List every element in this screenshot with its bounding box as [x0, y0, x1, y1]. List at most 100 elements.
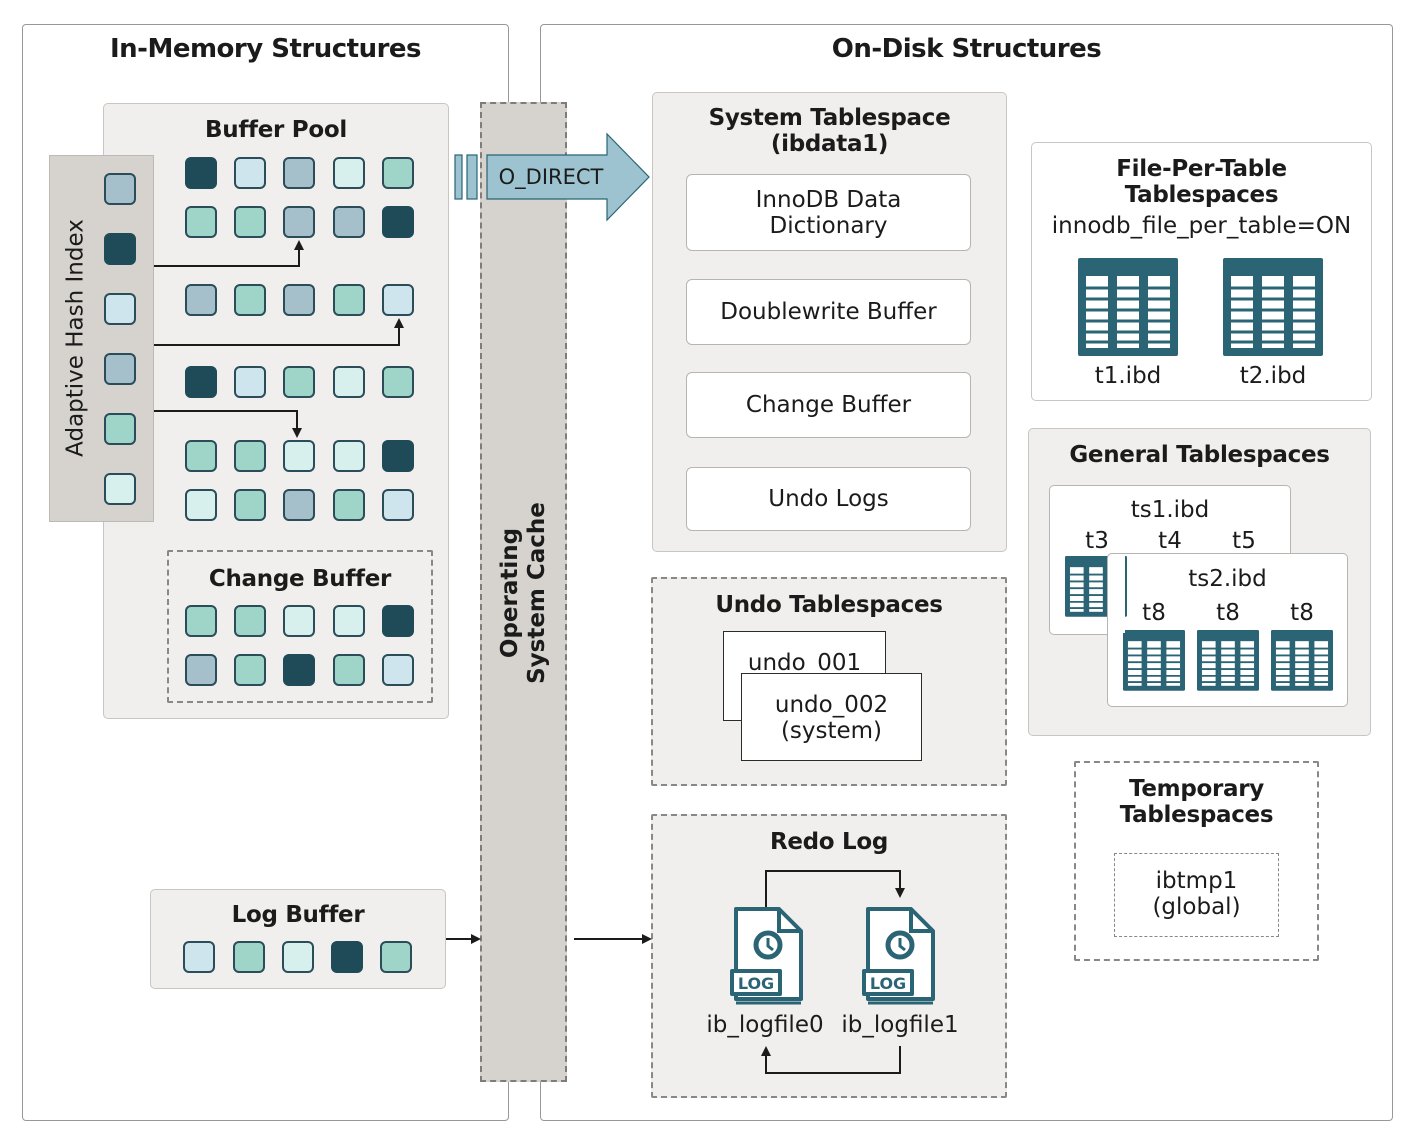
change-buffer-page-1-0 — [185, 654, 217, 686]
ts2-file-overlay — [1107, 553, 1125, 633]
change-buffer-memory-title: Change Buffer — [208, 566, 392, 592]
ibtmp1-sublabel: (global) — [1152, 894, 1241, 920]
ts1-label: ts1.ibd — [1130, 497, 1210, 523]
hash-entry-5 — [104, 473, 136, 505]
hash-entry-3 — [104, 353, 136, 385]
system-tablespace-title: System Tablespace (ibdata1) — [652, 105, 1007, 157]
buffer-page-3-3 — [333, 366, 365, 398]
hash-entry-0 — [104, 173, 136, 205]
buffer-page-4-0 — [185, 440, 217, 472]
hash-entry-4 — [104, 413, 136, 445]
buffer-page-0-3 — [333, 157, 365, 189]
buffer-page-4-4 — [382, 440, 414, 472]
buffer-page-4-3 — [333, 440, 365, 472]
temporary-tablespaces — [1074, 761, 1319, 961]
buffer-page-1-2 — [283, 206, 315, 238]
buffer-page-5-0 — [185, 489, 217, 521]
redo-log-title: Redo Log — [769, 829, 889, 855]
temporary-title-line2: Tablespaces — [1119, 802, 1274, 828]
os-cache-label-line2: System Cache — [524, 502, 550, 684]
redo-log — [651, 814, 1007, 1098]
change-buffer-page-1-4 — [382, 654, 414, 686]
change-buffer-page-0-3 — [333, 605, 365, 637]
t8-label-b: t8 — [1216, 600, 1240, 626]
temporary-tablespaces-title: Temporary Tablespaces — [1074, 776, 1319, 828]
in-memory-title: In-Memory Structures — [109, 34, 422, 64]
undo-tablespaces-title: Undo Tablespaces — [715, 592, 943, 618]
change-buffer-page-0-1 — [234, 605, 266, 637]
ib-logfile1-label: ib_logfile1 — [841, 1012, 959, 1038]
doublewrite-buffer: Doublewrite Buffer — [686, 279, 971, 345]
t2-ibd-label: t2.ibd — [1239, 363, 1307, 389]
change-buffer-page-1-3 — [333, 654, 365, 686]
buffer-page-5-2 — [283, 489, 315, 521]
innodb-data-dictionary: InnoDB Data Dictionary — [686, 174, 971, 251]
buffer-page-1-3 — [333, 206, 365, 238]
t1-ibd-label: t1.ibd — [1094, 363, 1162, 389]
o-direct-label: O_DIRECT — [498, 165, 604, 189]
change-buffer-memory — [167, 550, 433, 703]
file-per-table-title: File-Per-Table Tablespaces — [1031, 156, 1372, 208]
buffer-page-3-2 — [283, 366, 315, 398]
buffer-page-5-1 — [234, 489, 266, 521]
general-tablespaces-title: General Tablespaces — [1069, 442, 1330, 468]
log-buffer-page-1 — [233, 941, 265, 973]
log-buffer-page-3 — [331, 941, 363, 973]
buffer-page-2-1 — [234, 284, 266, 316]
buffer-page-2-4 — [382, 284, 414, 316]
innodb-data-dictionary-line2: Dictionary — [769, 212, 888, 239]
buffer-page-1-1 — [234, 206, 266, 238]
change-buffer-page-0-2 — [283, 605, 315, 637]
os-cache-label-line1: Operating — [497, 527, 523, 659]
undo-002-file: undo_002 (system) — [741, 673, 922, 761]
os-cache — [480, 102, 567, 1082]
buffer-page-0-4 — [382, 157, 414, 189]
ts2-label: ts2.ibd — [1188, 566, 1267, 592]
log-buffer-page-2 — [282, 941, 314, 973]
buffer-page-5-4 — [382, 489, 414, 521]
file-per-table-setting: innodb_file_per_table=ON — [1051, 213, 1352, 239]
buffer-page-0-1 — [234, 157, 266, 189]
system-tablespace-title-line2: (ibdata1) — [770, 131, 889, 157]
t5-label: t5 — [1232, 528, 1256, 554]
ib-logfile0-label: ib_logfile0 — [706, 1012, 824, 1038]
change-buffer-page-0-0 — [185, 605, 217, 637]
t4-label: t4 — [1158, 528, 1182, 554]
buffer-page-0-2 — [283, 157, 315, 189]
temporary-title-line1: Temporary — [1129, 776, 1264, 802]
change-buffer-disk: Change Buffer — [686, 372, 971, 438]
t8-label-c: t8 — [1290, 600, 1314, 626]
buffer-pool-title: Buffer Pool — [205, 117, 347, 143]
file-per-table-title-line1: File-Per-Table — [1116, 156, 1287, 182]
on-disk-title: On-Disk Structures — [831, 34, 1102, 64]
change-buffer-page-1-1 — [234, 654, 266, 686]
log-buffer-page-0 — [183, 941, 215, 973]
os-cache-label: Operating System Cache — [497, 453, 553, 733]
file-per-table-title-line2: Tablespaces — [1124, 182, 1279, 208]
t8-label-a: t8 — [1142, 600, 1166, 626]
hash-entry-1 — [104, 233, 136, 265]
hash-entry-2 — [104, 293, 136, 325]
change-buffer-page-0-4 — [382, 605, 414, 637]
log-buffer-page-4 — [380, 941, 412, 973]
buffer-page-2-3 — [333, 284, 365, 316]
ibtmp1-label: ibtmp1 — [1155, 868, 1238, 894]
undo-logs: Undo Logs — [686, 467, 971, 531]
change-buffer-page-1-2 — [283, 654, 315, 686]
buffer-page-2-2 — [283, 284, 315, 316]
buffer-page-0-0 — [185, 157, 217, 189]
buffer-page-4-1 — [234, 440, 266, 472]
undo-001-label: undo_001 — [747, 650, 862, 676]
buffer-page-4-2 — [283, 440, 315, 472]
t3-label: t3 — [1085, 528, 1109, 554]
undo-002-label: undo_002 — [774, 692, 889, 718]
log-buffer-title: Log Buffer — [231, 902, 365, 928]
innodb-data-dictionary-line1: InnoDB Data — [755, 186, 902, 213]
adaptive-hash-index — [49, 155, 154, 522]
buffer-page-1-4 — [382, 206, 414, 238]
buffer-page-3-1 — [234, 366, 266, 398]
buffer-page-3-4 — [382, 366, 414, 398]
buffer-page-3-0 — [185, 366, 217, 398]
adaptive-hash-index-label: Adaptive Hash Index — [62, 219, 89, 457]
buffer-page-2-0 — [185, 284, 217, 316]
